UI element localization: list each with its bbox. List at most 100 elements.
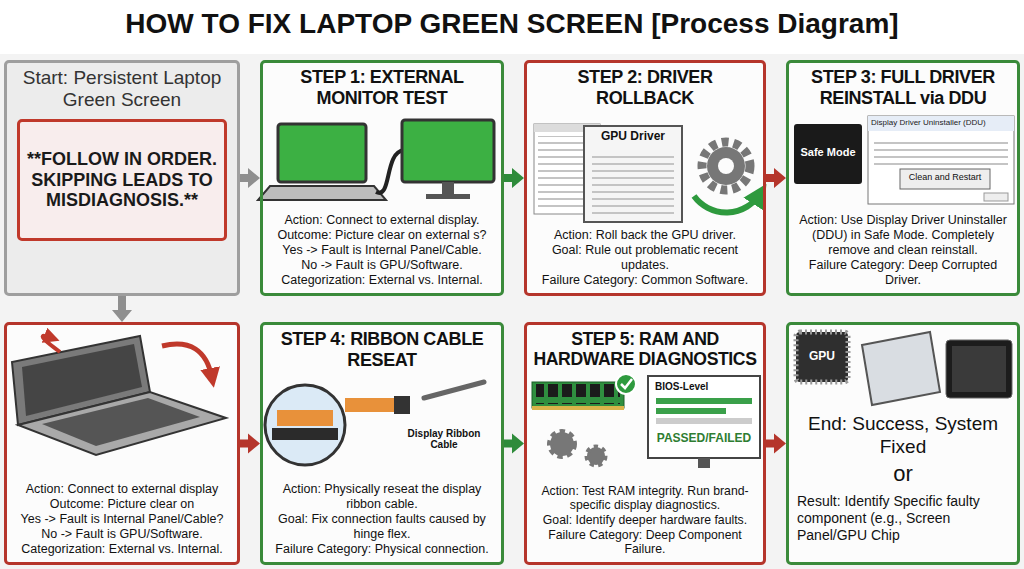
driver-lines xyxy=(592,152,674,214)
step-detail: Failure Category: Deep Component Failure… xyxy=(532,528,758,557)
panel-fill xyxy=(524,322,766,565)
safe-mode-screen xyxy=(794,124,862,184)
screen-label: BIOS-Level xyxy=(655,381,735,392)
step-box: STEP 4: RIBBON CABLE RESEATAction: Physi… xyxy=(260,322,504,565)
or-label: or xyxy=(797,461,1009,487)
step-detail: Failure Category: Common Software. xyxy=(532,273,758,288)
part-label: Display Ribbon Cable xyxy=(406,428,482,450)
ddu-small-button xyxy=(984,193,1008,201)
status-label: PASSED/FAILED xyxy=(650,432,758,445)
text-group: Action: Roll back the GPU driver.Goal: R… xyxy=(532,228,758,288)
step-heading: STEP 5: RAM AND HARDWARE DIAGNOSTICS xyxy=(532,329,758,370)
text-group: Action: Use Display Driver Uninstaller (… xyxy=(794,213,1012,288)
gpu-chip xyxy=(796,332,848,382)
driver-panel xyxy=(584,126,682,222)
gear xyxy=(707,147,745,185)
diagram-title: HOW TO FIX LAPTOP GREEN SCREEN [Process … xyxy=(125,8,898,40)
text-group: Action: Physically reseat the display ri… xyxy=(268,482,496,557)
ddu-window xyxy=(868,116,1014,204)
step-detail: Failure Category: Physical connection. xyxy=(268,542,496,557)
flow-arrow xyxy=(112,296,132,322)
gear-teeth xyxy=(702,142,750,190)
step-detail: Failure Category: Deep Corrupted Driver. xyxy=(794,258,1012,288)
ram-chips xyxy=(536,384,620,404)
laptop-base xyxy=(258,186,386,200)
ribbon-connector xyxy=(394,396,410,414)
gpu-die xyxy=(800,336,844,378)
progress-bar xyxy=(656,408,726,414)
lid-arrow xyxy=(43,336,60,352)
ram-pins xyxy=(532,406,624,410)
zoom-circle xyxy=(265,385,345,465)
step-detail: Action: Use Display Driver Uninstaller (… xyxy=(794,213,1012,258)
monitor-foot xyxy=(426,194,470,199)
title-bar: HOW TO FIX LAPTOP GREEN SCREEN [Process … xyxy=(0,8,1024,40)
start-label: Start: Persistent Laptop Green Screen xyxy=(13,67,231,111)
step-detail: Goal: Identify deeper hardware faults. xyxy=(532,513,758,528)
step-heading: STEP 3: FULL DRIVER REINSTALL via DDU xyxy=(794,67,1012,108)
laptop-base xyxy=(18,392,226,455)
screen-label: Safe Mode xyxy=(794,146,862,158)
laptop-open-illustration xyxy=(12,336,226,455)
panel-fill xyxy=(786,322,1020,565)
display-module xyxy=(946,340,1012,398)
button-label: Clean and Restart xyxy=(900,173,990,183)
step-box: Action: Connect to external displayOutco… xyxy=(4,322,240,565)
panel-fill xyxy=(260,322,504,565)
flow-arrow xyxy=(766,168,786,188)
panel-fill xyxy=(260,60,504,296)
step-detail: Action: Connect to external display xyxy=(12,482,232,497)
step-heading: STEP 2: DRIVER ROLLBACK xyxy=(532,67,758,108)
progress-bar xyxy=(656,398,752,404)
step-heading: STEP 1: EXTERNAL MONITOR TEST xyxy=(268,67,496,108)
check-mark xyxy=(621,379,632,388)
text-group: Action: Test RAM integrity. Run brand-sp… xyxy=(532,484,758,557)
flow-arrow xyxy=(240,434,260,454)
step-detail: Yes -> Fault is Internal Panel/Cable? xyxy=(12,512,232,527)
panel-fill xyxy=(4,322,240,565)
flow-arrow xyxy=(766,434,786,454)
step-detail: Outcome: Picture clear on xyxy=(12,497,232,512)
text-group: Action: Connect to external display.Outc… xyxy=(268,213,496,288)
ddu-button xyxy=(900,169,990,189)
ribbon-end xyxy=(277,410,333,426)
step-detail: Action: Roll back the GPU driver. xyxy=(532,228,758,243)
ram-stick xyxy=(532,382,624,408)
step-detail: Action: Test RAM integrity. Run brand-sp… xyxy=(532,484,758,513)
diagnostics-illustration xyxy=(532,374,760,468)
step-detail: No -> Fault is GPU/Software. xyxy=(12,527,232,542)
step-detail: Action: Connect to external display. xyxy=(268,213,496,228)
ribbon-illustration xyxy=(265,382,484,465)
check-badge xyxy=(616,374,636,394)
warning-text: **FOLLOW IN ORDER. SKIPPING LEADS TO MIS… xyxy=(25,149,219,211)
rollback-arrow xyxy=(694,194,760,212)
ddu-illustration xyxy=(794,116,1014,204)
start-box: Start: Persistent Laptop Green Screen **F… xyxy=(4,60,240,296)
text-group: Action: Connect to external displayOutco… xyxy=(12,482,232,557)
gear xyxy=(587,447,605,465)
monitor-stand xyxy=(698,458,710,468)
chip-label: GPU xyxy=(800,350,844,363)
ddu-lines xyxy=(874,137,1008,165)
flow-arrow xyxy=(240,168,260,188)
external-monitor-illustration xyxy=(258,120,494,200)
step-detail: Goal: Fix connection faults caused by hi… xyxy=(268,512,496,542)
step-box: STEP 2: DRIVER ROLLBACK Action: Roll back… xyxy=(524,60,766,296)
video-cable xyxy=(376,150,404,193)
gear-hole xyxy=(718,158,734,174)
result-label: Result: Identify Specific faulty compone… xyxy=(797,493,1009,543)
step-detail: Action: Physically reseat the display ri… xyxy=(268,482,496,512)
panel-label: GPU Driver xyxy=(588,130,678,143)
laptop-screen xyxy=(278,124,366,182)
window-title: Display Driver Uninstaller (DDU) xyxy=(871,119,1011,128)
panel-fills xyxy=(4,60,1020,565)
spudger-tool xyxy=(424,382,484,398)
end-label: End: Success, System Fixed xyxy=(797,413,1009,459)
display-glass xyxy=(952,346,1006,392)
step-detail: Goal: Rule out problematic recent update… xyxy=(532,243,758,273)
driver-rollback-illustration xyxy=(534,124,760,222)
ribbon-cable xyxy=(345,398,394,412)
gear xyxy=(550,432,574,456)
panel-fill xyxy=(786,60,1020,296)
